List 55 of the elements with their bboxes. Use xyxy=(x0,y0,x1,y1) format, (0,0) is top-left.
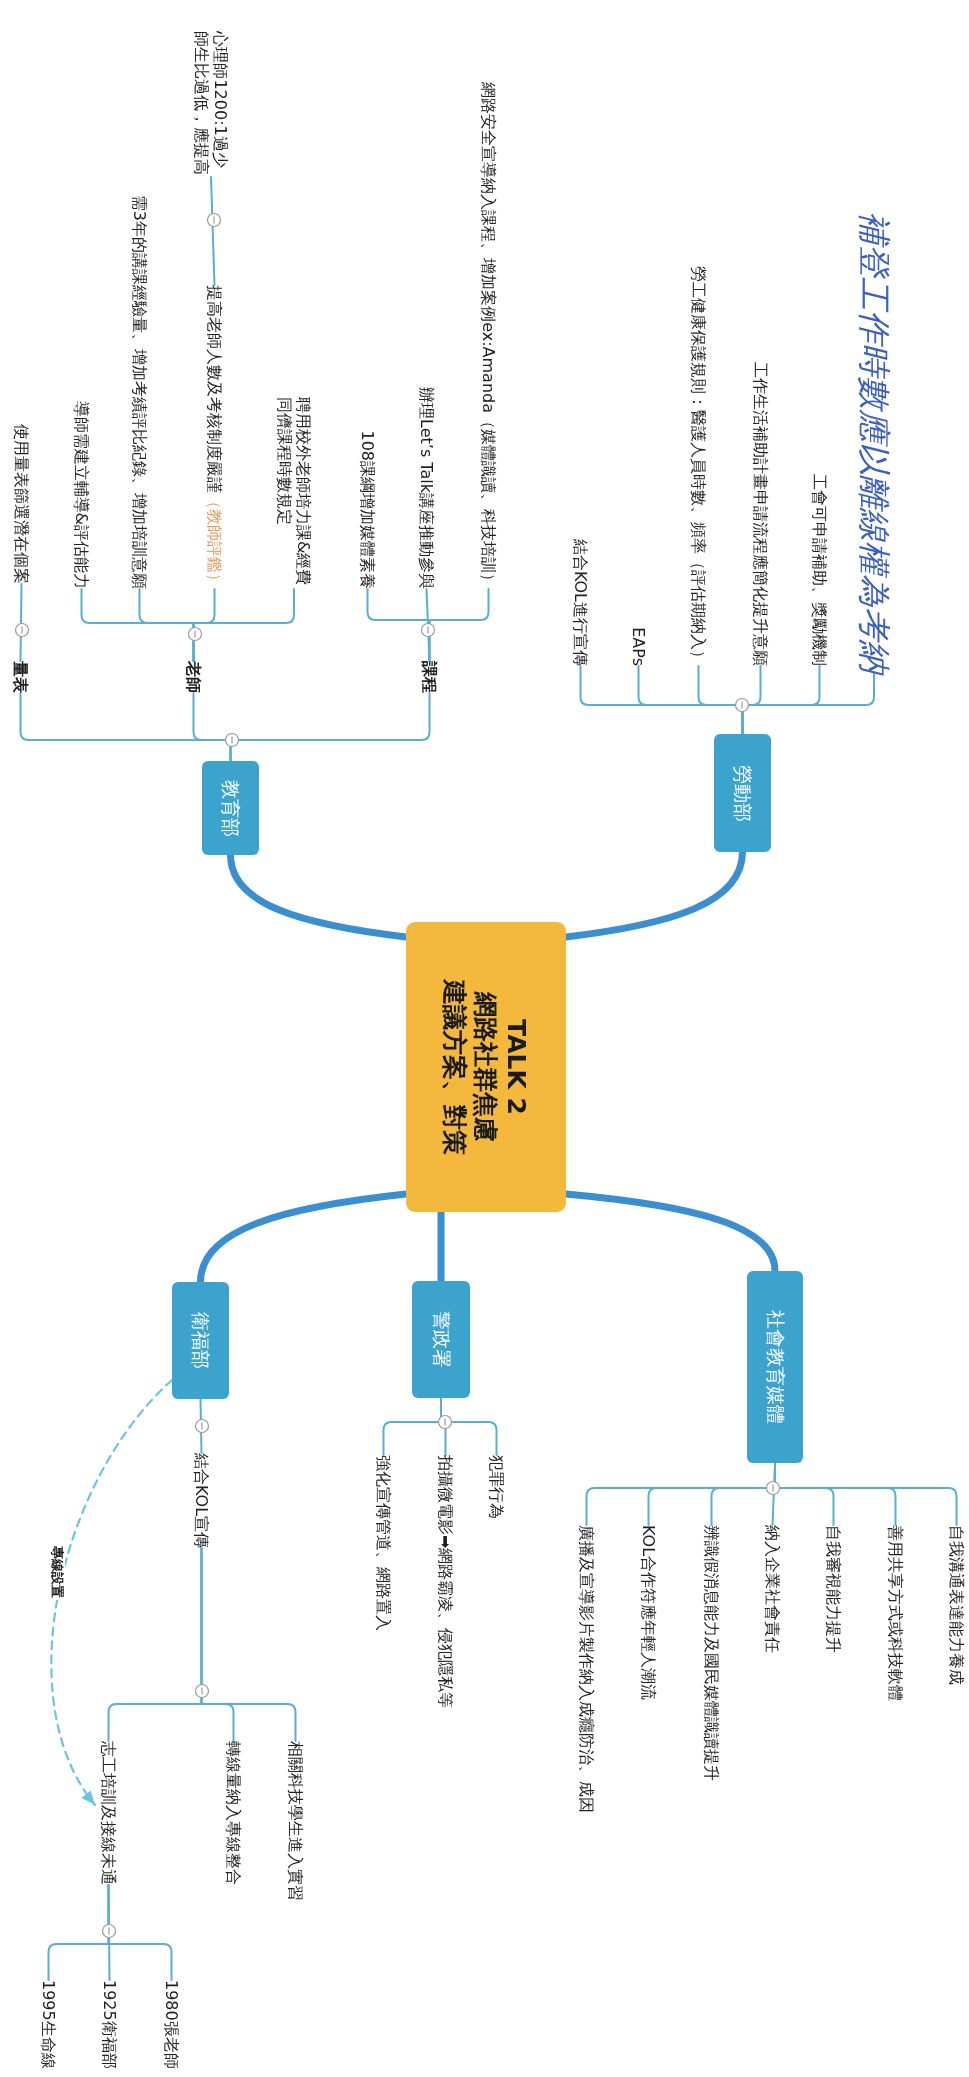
topic-label: 自我溝通表達能力養成 xyxy=(947,1525,967,1685)
connector-line xyxy=(428,588,490,662)
topic-label: 強化宣傳管道、網路置入 xyxy=(374,1455,394,1631)
topic-label: 轉線量納入專線整合 xyxy=(224,1741,244,1885)
branch-topic-box: 教育部 xyxy=(202,761,259,855)
branch-topic-box: 社會教育媒體 xyxy=(747,1271,803,1463)
branch-topic-box: 衛福部 xyxy=(172,1282,229,1399)
topic-label: 廣播及宣導影片製作納入成癮防治、成因 xyxy=(577,1525,597,1813)
topic-label: 辦理Let’s Talk講座推動參與 xyxy=(417,387,437,589)
topic-label: 善用共享方式或科技軟體 xyxy=(886,1525,906,1701)
connector-line xyxy=(200,1547,297,1742)
topic-label: 需3年的講課經驗量、增加考績評比紀錄、增加培訓意願 xyxy=(130,194,150,589)
topic-label: 工作生活補助計畫申請流程應簡化提升意願 xyxy=(751,362,771,666)
topic-label: 心理師1200:1過少師生比過低，應提高 xyxy=(192,31,231,177)
topic-label: 提高老師人數及考核制度嚴謹 xyxy=(205,285,225,493)
topic-label: 辨識假消息能力及國民媒體識讀提升 xyxy=(702,1525,722,1781)
connector-line xyxy=(19,583,23,662)
connector-line xyxy=(229,692,431,762)
topic-label: 1980張老師 xyxy=(162,1980,182,2069)
connector-line xyxy=(425,588,431,662)
central-topic-box xyxy=(406,922,566,1212)
branch-topic-box: 勞動部 xyxy=(714,734,771,852)
connector-line xyxy=(210,176,216,286)
dashed-arrow xyxy=(50,1378,174,1807)
topic-label: 量表 xyxy=(11,661,30,693)
branch-topic-box: 警政署 xyxy=(412,1281,470,1398)
topic-label: 網路安全宣導納入課程、增加案例ex:Amanda（媒體識讀、科技培訓） xyxy=(479,82,499,589)
topic-label: 使用量表篩選潛在個案 xyxy=(12,424,32,584)
topic-label: 結合KOL進行宣傳 xyxy=(571,538,591,666)
topic-label: 納入企業社會責任 xyxy=(763,1525,783,1653)
topic-label: 志工培訓及接線未通 xyxy=(99,1741,119,1885)
connector-line xyxy=(107,1884,173,1981)
topic-label: 108課綱增加媒體素養 xyxy=(358,430,378,589)
topic-label: 工會可申請補助、獎勵機制 xyxy=(810,474,830,666)
connector-line xyxy=(192,588,295,662)
topic-label: EAPs xyxy=(629,627,649,666)
topic-label: 拍攝微電影➡網路霸凌、侵犯隱私等 xyxy=(436,1455,455,1709)
topic-label: KOL合作符應年輕人潮流 xyxy=(639,1525,659,1701)
topic-label: 導師需建立輔導&評估能力 xyxy=(72,400,92,589)
topic-label: 勞工健康保護規則：醫護人員時數、頻率（評估期納入） xyxy=(689,266,709,666)
note-label: （教師評鑑） xyxy=(205,493,225,589)
connector-line xyxy=(199,1398,203,1454)
topic-subtitle: 建議方案、對策 xyxy=(439,979,471,1155)
topic-label: 課程 xyxy=(420,661,439,693)
topic-label: 結合KOL宣傳 xyxy=(192,1453,212,1549)
topic-label: 自我審視能力提升 xyxy=(824,1525,844,1653)
topic-label: 老師 xyxy=(184,661,204,693)
topic-label: 聘用校外老師培力課&經費同儕課程時數規定 xyxy=(275,397,314,589)
topic-title: TALK 2 xyxy=(501,1019,533,1115)
topic-subtitle: 網路社群焦慮 xyxy=(470,992,502,1142)
topic-label: 相關科技學生進入實習 xyxy=(286,1741,305,1901)
topic-label: 犯罪行為 xyxy=(487,1455,507,1519)
edge-label: 專線設置 xyxy=(49,1544,65,1600)
topic-label: 1995生命線 xyxy=(39,1980,59,2069)
topic-label: 1925衛福部 xyxy=(100,1980,120,2069)
